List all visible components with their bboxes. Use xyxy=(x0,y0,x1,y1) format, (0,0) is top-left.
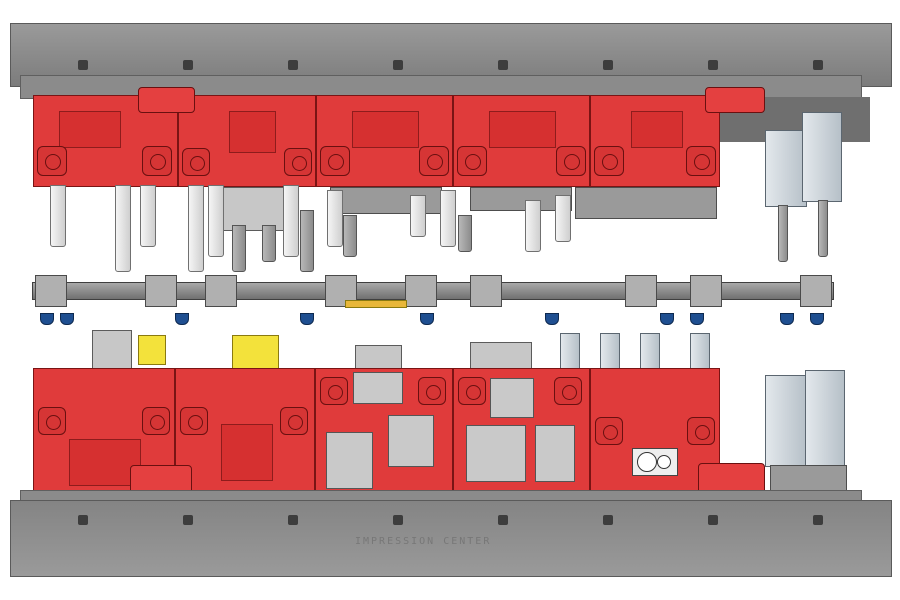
bolt xyxy=(288,60,298,70)
gas-cylinder xyxy=(765,375,807,467)
rail-bracket xyxy=(145,275,177,307)
rail-bracket xyxy=(625,275,657,307)
lower-pin xyxy=(560,333,580,370)
bolt xyxy=(393,515,403,525)
rail-sensor xyxy=(345,300,407,308)
lower-pin xyxy=(600,333,620,370)
cylinder-rod xyxy=(778,205,788,262)
guide-pin xyxy=(440,190,456,247)
bolt xyxy=(498,515,508,525)
lower-die-block-2 xyxy=(175,368,315,495)
die-insert xyxy=(466,425,526,482)
rail-bracket xyxy=(470,275,502,307)
upper-lifting-lug-left xyxy=(138,87,195,113)
lower-fixture xyxy=(92,330,132,370)
gas-cylinder xyxy=(765,130,807,207)
upper-die-block-4 xyxy=(453,95,590,187)
bolt xyxy=(813,60,823,70)
bolt xyxy=(288,515,298,525)
rail-bracket xyxy=(800,275,832,307)
guide-pin xyxy=(555,195,571,242)
lower-fixture xyxy=(470,342,532,369)
rail-bracket xyxy=(325,275,357,307)
die-insert xyxy=(388,415,434,467)
bolt xyxy=(498,60,508,70)
bolt xyxy=(393,60,403,70)
guide-pin xyxy=(140,185,156,247)
guide-pin xyxy=(525,200,541,252)
suction-cup xyxy=(660,313,674,325)
suction-cup xyxy=(40,313,54,325)
lower-fixture xyxy=(355,345,402,369)
floor-marking: IMPRESSION CENTER xyxy=(355,536,492,547)
suction-cup xyxy=(690,313,704,325)
guide-pin xyxy=(115,185,131,272)
suction-cup xyxy=(810,313,824,325)
upper-die-block-2 xyxy=(178,95,316,187)
suction-cup xyxy=(175,313,189,325)
suction-cup xyxy=(60,313,74,325)
die-insert xyxy=(326,432,373,489)
suction-cup xyxy=(300,313,314,325)
upper-mechanism xyxy=(575,187,717,219)
rail-bracket xyxy=(205,275,237,307)
yellow-sensor xyxy=(232,335,279,369)
suction-cup xyxy=(780,313,794,325)
upper-lifting-lug-right xyxy=(705,87,765,113)
bolt xyxy=(708,515,718,525)
guide-pin xyxy=(410,195,426,237)
lower-pin xyxy=(640,333,660,370)
guide-pin xyxy=(232,225,246,272)
bolt xyxy=(78,60,88,70)
suction-cup xyxy=(545,313,559,325)
lower-shoe-plate xyxy=(10,500,892,577)
cylinder-rod xyxy=(818,200,828,257)
pressure-gauge-icon xyxy=(632,448,678,476)
lower-pin xyxy=(690,333,710,370)
bolt xyxy=(183,515,193,525)
guide-pin xyxy=(327,190,343,247)
bolt xyxy=(708,60,718,70)
upper-die-block-5 xyxy=(590,95,720,187)
suction-cup xyxy=(420,313,434,325)
gas-cylinder xyxy=(802,112,842,202)
die-insert xyxy=(490,378,534,418)
yellow-sensor xyxy=(138,335,166,365)
cylinder-base xyxy=(770,465,847,492)
bolt xyxy=(183,60,193,70)
rail-bracket xyxy=(35,275,67,307)
guide-pin xyxy=(300,210,314,272)
guide-pin xyxy=(50,185,66,247)
die-insert xyxy=(535,425,575,482)
rail-bracket xyxy=(690,275,722,307)
bolt xyxy=(78,515,88,525)
rail-bracket xyxy=(405,275,437,307)
guide-pin xyxy=(208,185,224,257)
upper-mechanism xyxy=(220,187,292,231)
guide-pin xyxy=(188,185,204,272)
guide-pin xyxy=(283,185,299,257)
guide-pin xyxy=(262,225,276,262)
upper-die-block-3 xyxy=(316,95,453,187)
guide-pin xyxy=(343,215,357,257)
guide-pin xyxy=(458,215,472,252)
bolt xyxy=(603,60,613,70)
die-insert xyxy=(353,372,403,404)
bolt xyxy=(813,515,823,525)
bolt xyxy=(603,515,613,525)
gas-cylinder xyxy=(805,370,845,467)
